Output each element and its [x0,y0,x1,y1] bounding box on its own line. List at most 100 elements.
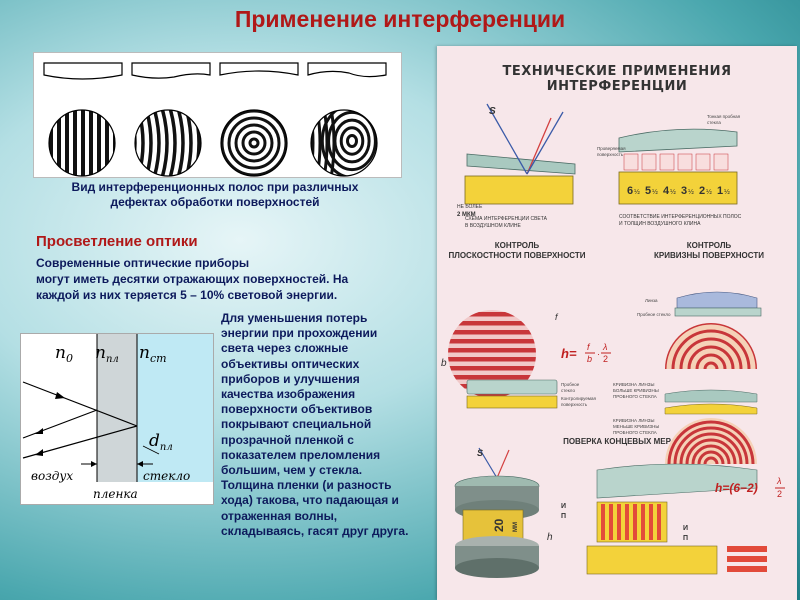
flatness-title-2: ПЛОСКОСТНОСТИ ПОВЕРХНОСТИ [448,251,585,260]
small-thin-plate-1: Тонкая пробная [707,114,741,119]
gauge-letter-i-2: И [683,525,688,532]
half-rings-1 [665,323,757,369]
label-glass: стекло [143,469,190,483]
fraction-number: 6 [627,185,633,197]
flatness-fringes [448,312,536,398]
label-film: пленка [93,487,138,501]
body-line: показателем преломления [221,447,381,462]
small-curv-1c: ПРОБНОГО СТЕКЛА [613,394,657,399]
glass-layer [137,334,213,482]
gauge-20: 20 [492,518,506,532]
body-line: приборов и улучшения [221,371,360,386]
technical-applications-poster: ТЕХНИЧЕСКИЕ ПРИМЕНЕНИЯ ИНТЕРФЕРЕНЦИИ S Н… [437,46,797,600]
incident-ray [22,381,138,427]
formula-b: b [587,354,592,364]
fringe-circle-straight [49,110,115,176]
formula-two: 2 [603,354,608,364]
fringe-caption-line1: Вид интерференционных полос при различны… [71,180,359,194]
lens-shape [676,291,758,309]
label-b: b [441,358,447,369]
body-line: покрывают специальной [221,417,372,432]
flatness-title-1: КОНТРОЛЬ [495,241,540,250]
fringe-patterns-figure [33,52,402,178]
probe-glass-plate [466,379,558,395]
coating-diagram: n0 nпл nст dпл воздух стекло пленка [20,333,214,505]
small-curv-1a: КРИВИЗНА ЛИНЗЫ [613,382,654,387]
glass-plate-right [618,128,738,153]
curvature-title-1: КОНТРОЛЬ [687,241,732,250]
slide-title: Применение интерференции [234,6,566,32]
label-nst: nст [139,343,167,365]
fringe-caption: Вид интерференционных полос при различны… [30,180,400,210]
controlled-surface-block [466,395,558,409]
scheme-caption-2: В ВОЗДУШНОМ КЛИНЕ [465,223,521,229]
intro-paragraph: Современные оптические приборы могут име… [36,255,436,303]
fringe-circle-curved [135,110,201,176]
body-line: Для уменьшения потерь [221,311,368,325]
half-rings-2 [667,420,755,464]
label-dpl: dпл [149,431,173,453]
small-test-surface-2: поверхность [597,152,624,157]
fraction-half: ½ [706,188,712,196]
yellow-block-left [464,175,574,205]
profile-wavy-shape [131,62,211,79]
corr-caption-2: И ТОЛЩИН ВОЗДУШНОГО КЛИНА [619,221,701,227]
gauge-glass-plate [596,463,758,499]
body-line: хода) такова, что падающая и [221,493,399,508]
body-line: отраженная волны, [221,508,338,523]
ne-bolee: НЕ БОЛЕЕ [457,204,483,210]
ray-label-s: S [489,106,496,117]
body-line: объективы оптических [221,356,360,371]
scheme-caption-1: СХЕМА ИНТЕРФЕРЕНЦИИ СВЕТА [465,216,548,222]
formula2-two: 2 [777,489,782,499]
formula2-lambda: λ [776,476,781,486]
small-thin-plate-2: стекла [707,120,721,125]
formula-f: f [587,342,591,352]
fraction-number: 4 [663,185,670,197]
formula-h: h= [561,346,577,361]
fraction-number: 1 [717,185,723,197]
body-line: энергии при прохождении [221,326,378,341]
poster-title: ТЕХНИЧЕСКИЕ ПРИМЕНЕНИЯ ИНТЕРФЕРЕНЦИИ [502,64,732,94]
body-line: поверхности объективов [221,402,373,417]
formula2-h: h=(6−2) [715,481,758,495]
small-test-glass: Пробное стекло [637,312,671,317]
section-title-coating: Просветление оптики [36,233,198,250]
body-line: прозрачной пленкой с [221,432,354,447]
yellow-block-right [618,171,738,205]
gauge-fringes [601,504,661,540]
small-probe-2: стекло [561,388,575,393]
bottom-right-stripes [727,546,767,572]
profile-convex-shape [219,62,299,76]
intro-line1: Современные оптические приборы [36,256,250,270]
film-layer [97,334,137,482]
small-curv-1b: БОЛЬШЕ КРИВИЗНЫ [613,388,659,393]
fraction-number: 3 [681,185,687,197]
body-line: Толщина пленки (и разность [221,478,392,493]
gauge-letter-p-1: П [561,513,566,520]
label-npl: nпл [95,343,119,365]
body-line: света через сложные [221,341,349,356]
small-curv-2c: ПРОБНОГО СТЕКЛА [613,430,657,435]
curvature-title-2: КРИВИЗНЫ ПОВЕРХНОСТИ [654,251,764,260]
fraction-half: ½ [670,188,676,196]
reflected-ray-1 [22,409,98,439]
body-line: складываясь, гасят друг друга. [221,523,409,538]
gauge-letter-i-1: И [561,503,566,510]
small-lens: Линза [645,298,658,303]
two-mkm: 2 МКМ [457,212,476,218]
formula-dot: · [597,349,600,359]
body-line: большим, чем у стекла. [221,463,363,478]
intro-line3: каждой из них теряется 5 – 10% световой … [36,288,338,302]
fraction-number: 5 [645,185,651,197]
fraction-half: ½ [634,188,640,196]
label-f: f [555,312,559,322]
small-test-surface-1: Проверяемая [597,146,626,151]
formula-lambda: λ [602,342,607,352]
fringe-caption-line2: дефектах обработки поверхностей [110,195,320,209]
small-curv-2b: МЕНЬШЕ КРИВИЗНЫ [613,424,659,429]
gauge-title: ПОВЕРКА КОНЦЕВЫХ МЕР [563,437,672,446]
small-probe-1: Пробное [561,382,580,387]
